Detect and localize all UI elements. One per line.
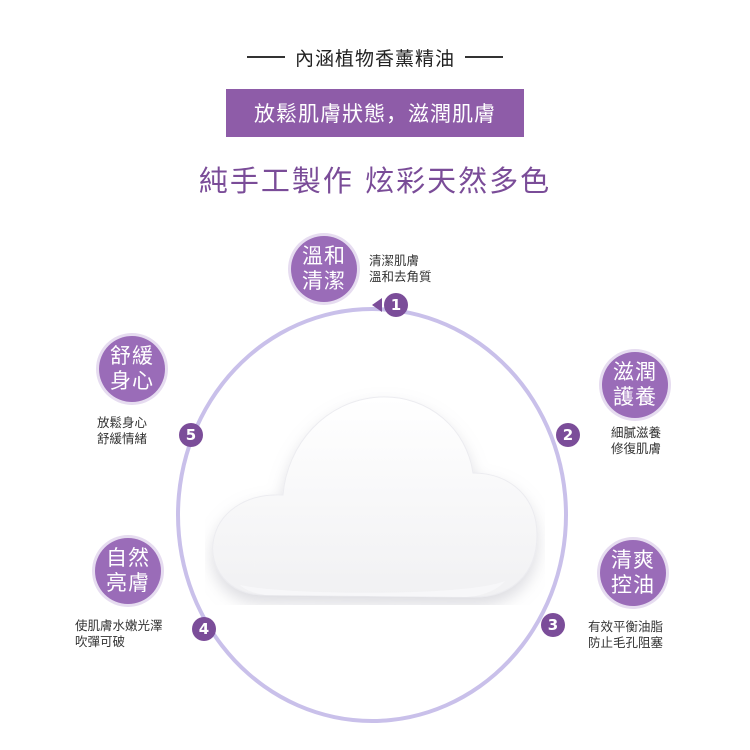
step-number-5: 5 — [179, 423, 203, 447]
step-number-3: 3 — [541, 613, 565, 637]
header-line: 內涵植物香薰精油 — [0, 42, 750, 72]
feature-title-line: 護養 — [613, 385, 657, 409]
feature-badge-gentle-cleansing: 溫和 清潔 — [291, 236, 357, 302]
feature-desc-moisturizing: 細膩滋養 修復肌膚 — [611, 425, 661, 457]
step-number-1: 1 — [384, 293, 408, 317]
header-rule-left — [246, 56, 285, 58]
feature-title-line: 清潔 — [302, 269, 346, 293]
feature-desc-natural-brightening: 使肌膚水嫩光澤 吹彈可破 — [75, 618, 163, 650]
arrow-left-icon — [372, 298, 382, 312]
feature-badge-soothing: 舒緩 身心 — [99, 336, 165, 402]
feature-desc-oil-control: 有效平衡油脂 防止毛孔阻塞 — [588, 619, 663, 651]
header-rule-right — [465, 56, 503, 58]
header-title: 內涵植物香薰精油 — [294, 47, 455, 70]
feature-desc-line: 有效平衡油脂 — [588, 619, 664, 634]
feature-title-line: 身心 — [110, 369, 154, 393]
feature-badge-oil-control: 清爽 控油 — [600, 540, 666, 606]
feature-desc-line: 清潔肌膚 — [369, 253, 420, 268]
cloud-soap-image — [212, 396, 538, 598]
feature-title-line: 清爽 — [611, 548, 655, 572]
feature-desc-line: 舒緩情緒 — [97, 431, 148, 446]
banner: 放鬆肌膚狀態，滋潤肌膚 — [226, 89, 524, 137]
feature-badge-moisturizing: 滋潤 護養 — [602, 352, 668, 418]
feature-title-line: 溫和 — [302, 244, 346, 268]
feature-desc-line: 使肌膚水嫩光澤 — [75, 618, 163, 633]
feature-title-line: 亮膚 — [106, 571, 150, 595]
feature-title-line: 舒緩 — [110, 344, 154, 368]
step-number-2: 2 — [556, 423, 580, 447]
feature-desc-line: 放鬆身心 — [97, 415, 148, 430]
feature-badge-natural-brightening: 自然 亮膚 — [95, 538, 161, 604]
feature-desc-soothing: 放鬆身心 舒緩情緒 — [97, 415, 147, 447]
feature-desc-line: 修復肌膚 — [611, 441, 662, 456]
feature-title-line: 滋潤 — [613, 360, 657, 384]
feature-title-line: 自然 — [106, 546, 150, 570]
step-number-4: 4 — [192, 617, 216, 641]
subtitle: 純手工製作 炫彩天然多色 — [198, 164, 552, 198]
feature-desc-gentle-cleansing: 清潔肌膚 溫和去角質 — [369, 253, 432, 285]
feature-title-line: 控油 — [611, 573, 655, 597]
feature-desc-line: 細膩滋養 — [611, 425, 662, 440]
feature-desc-line: 防止毛孔阻塞 — [588, 635, 664, 650]
feature-desc-line: 溫和去角質 — [369, 269, 432, 284]
feature-desc-line: 吹彈可破 — [75, 634, 126, 649]
